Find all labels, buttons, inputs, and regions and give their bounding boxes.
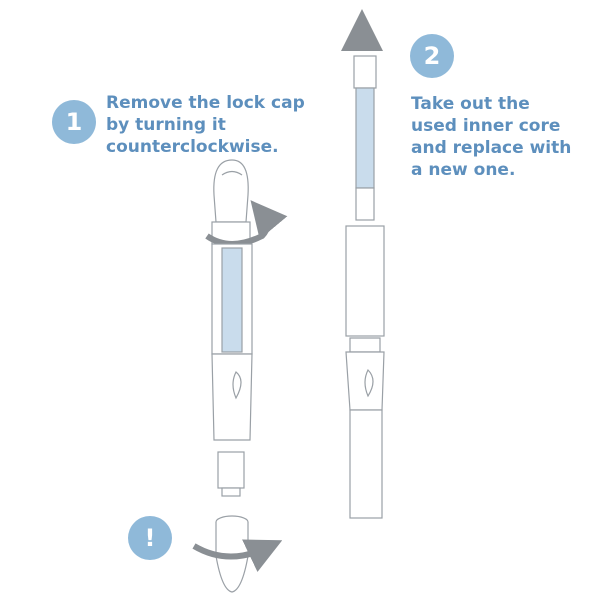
removed-cap [192,515,283,593]
inner-core-1 [221,247,243,353]
step-2-instruction: Take out the used inner core and replace… [411,94,572,180]
step-1-instruction: Remove the lock cap by turning it counte… [106,93,305,157]
lock-cap-top [213,159,249,223]
step-2-badge: 2 [410,34,454,78]
pen-2-core-replacement [341,9,385,519]
inner-core-2 [355,87,375,189]
rotate-arrow-1 [205,200,288,247]
pen-1-with-lock-cap [205,159,288,497]
warning-icon: ! [128,516,172,560]
step-1-badge: 1 [52,100,96,144]
rotate-arrow-2 [192,539,283,572]
